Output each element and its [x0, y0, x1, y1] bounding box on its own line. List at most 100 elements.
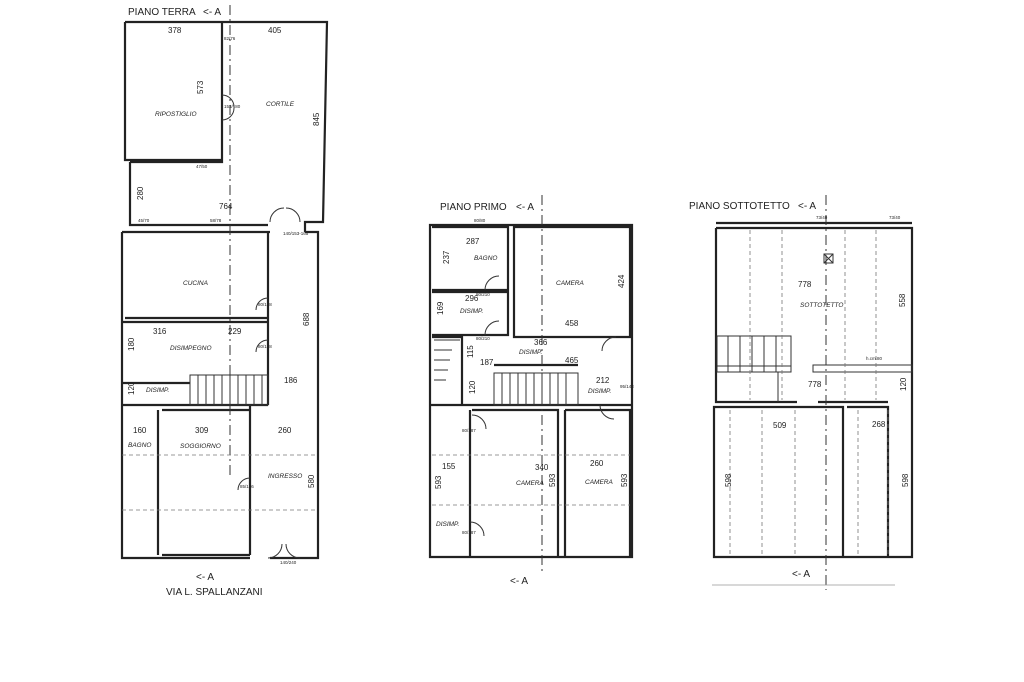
dimension: 212 [596, 376, 610, 385]
attic-stairs [716, 335, 913, 402]
dimension: 169 [436, 301, 445, 315]
opening-size: 73/40 [889, 215, 901, 220]
opening-size: 80/188 [258, 344, 272, 349]
dimension: 845 [312, 112, 321, 126]
room-label: DISIMP. [436, 521, 460, 528]
opening-size: 80/210 [476, 336, 490, 341]
dimension: 340 [535, 463, 549, 472]
section-marker: <- A [516, 202, 534, 213]
dimension: 573 [196, 80, 205, 94]
attic-plan: PIANO SOTTOTETTO <- A SOTTOTETTO h.cm.80… [689, 195, 914, 590]
first-floor-plan: PIANO PRIMO <- A BAGNO CAMERA DISIMP. DI… [428, 195, 634, 587]
opening-size: 45/70 [138, 218, 150, 223]
room-label: SOTTOTETTO [800, 302, 843, 309]
dimension: 237 [442, 250, 451, 264]
dimension: 558 [898, 293, 907, 307]
skylight-icon-cross [823, 253, 834, 264]
dimension: 778 [808, 380, 822, 389]
section-marker: <- A [510, 576, 528, 587]
dimension: 424 [617, 274, 626, 288]
opening-size: 58/78 [210, 218, 222, 223]
dimension: 465 [565, 356, 579, 365]
first-building-walls [428, 223, 634, 559]
dimension: 593 [434, 475, 443, 489]
dimension: 688 [302, 312, 311, 326]
room-label: CAMERA [585, 479, 613, 486]
room-label: DISIMP. [460, 308, 484, 315]
section-marker: <- A [792, 569, 810, 580]
opening-size: 80/210 [476, 292, 490, 297]
dimension: 309 [195, 426, 209, 435]
beam-lines [432, 454, 630, 506]
room-label: RIPOSTIGLIO [155, 111, 197, 118]
opening-size: 47/50 [196, 164, 208, 169]
dimension: 598 [901, 473, 910, 487]
room-label: CUCINA [183, 280, 208, 287]
dimension: 280 [136, 186, 145, 200]
room-label: DISIMPEGNO [170, 345, 212, 352]
dimension: 287 [466, 237, 480, 246]
dimension: 115 [466, 345, 475, 358]
room-label: CAMERA [516, 480, 544, 487]
ground-floor-title: PIANO TERRA [128, 7, 196, 18]
opening-size: 80/80 [474, 218, 486, 223]
dimension: 229 [228, 327, 242, 336]
opening-size: 153/180 [224, 104, 241, 109]
dimension: 378 [168, 26, 182, 35]
dimension: 509 [773, 421, 787, 430]
opening-size: 140/153-165 [283, 231, 309, 236]
dimension: 180 [127, 337, 136, 351]
dimension: 120 [127, 381, 136, 395]
opening-size: 80/187 [462, 530, 476, 535]
opening-size: 80/188 [258, 302, 272, 307]
dimension: 155 [442, 462, 456, 471]
opening-size: 82/76 [224, 36, 236, 41]
ground-building-walls [120, 230, 320, 560]
skylight-icon [823, 253, 834, 264]
opening-size: 73/40 [816, 215, 828, 220]
room-label: BAGNO [474, 255, 497, 262]
dimension: 260 [278, 426, 292, 435]
section-marker: <- A [798, 201, 816, 212]
room-label: INGRESSO [268, 473, 302, 480]
dimension: 187 [480, 358, 494, 367]
opening-size: 85/186 [240, 484, 254, 489]
ground-floor-plan: PIANO TERRA <- A RIPOSTIGLIO CORTILE CUC… [120, 5, 329, 598]
room-label: SOGGIORNO [180, 443, 221, 450]
first-stairs [434, 339, 579, 406]
room-label: DISIMP. [588, 388, 612, 395]
dimension: 120 [899, 377, 908, 391]
opening-size: 80/187 [462, 428, 476, 433]
attic-title: PIANO SOTTOTETTO [689, 201, 790, 212]
first-floor-title: PIANO PRIMO [440, 202, 507, 213]
room-label: CAMERA [556, 280, 584, 287]
dimension: 120 [468, 380, 477, 394]
dimension: 778 [798, 280, 812, 289]
dimension: 366 [534, 338, 548, 347]
dimension: 260 [590, 459, 604, 468]
ground-doors [221, 94, 301, 559]
opening-size: 95/143 [620, 384, 634, 389]
attic-walls [712, 221, 914, 559]
rafter-lines [729, 230, 889, 555]
dimension: 580 [307, 474, 316, 488]
dimension: 593 [548, 473, 557, 487]
section-marker: <- A [196, 572, 214, 583]
room-label: CORTILE [266, 101, 295, 108]
room-label: DISIMP. [146, 387, 170, 394]
room-label: DISIMP. [519, 349, 543, 356]
ground-stairs [189, 374, 269, 406]
dimension: 268 [872, 420, 886, 429]
height-note: h.cm.80 [866, 356, 883, 361]
dimension: 598 [724, 473, 733, 487]
opening-size: 140/240 [280, 560, 297, 565]
section-marker: <- A [203, 7, 221, 18]
street-name: VIA L. SPALLANZANI [166, 587, 263, 598]
dimension: 764 [219, 202, 233, 211]
beam-lines [122, 454, 318, 511]
dimension: 186 [284, 376, 298, 385]
courtyard-walls [123, 20, 329, 232]
room-label: BAGNO [128, 442, 151, 449]
first-doors [469, 275, 617, 537]
